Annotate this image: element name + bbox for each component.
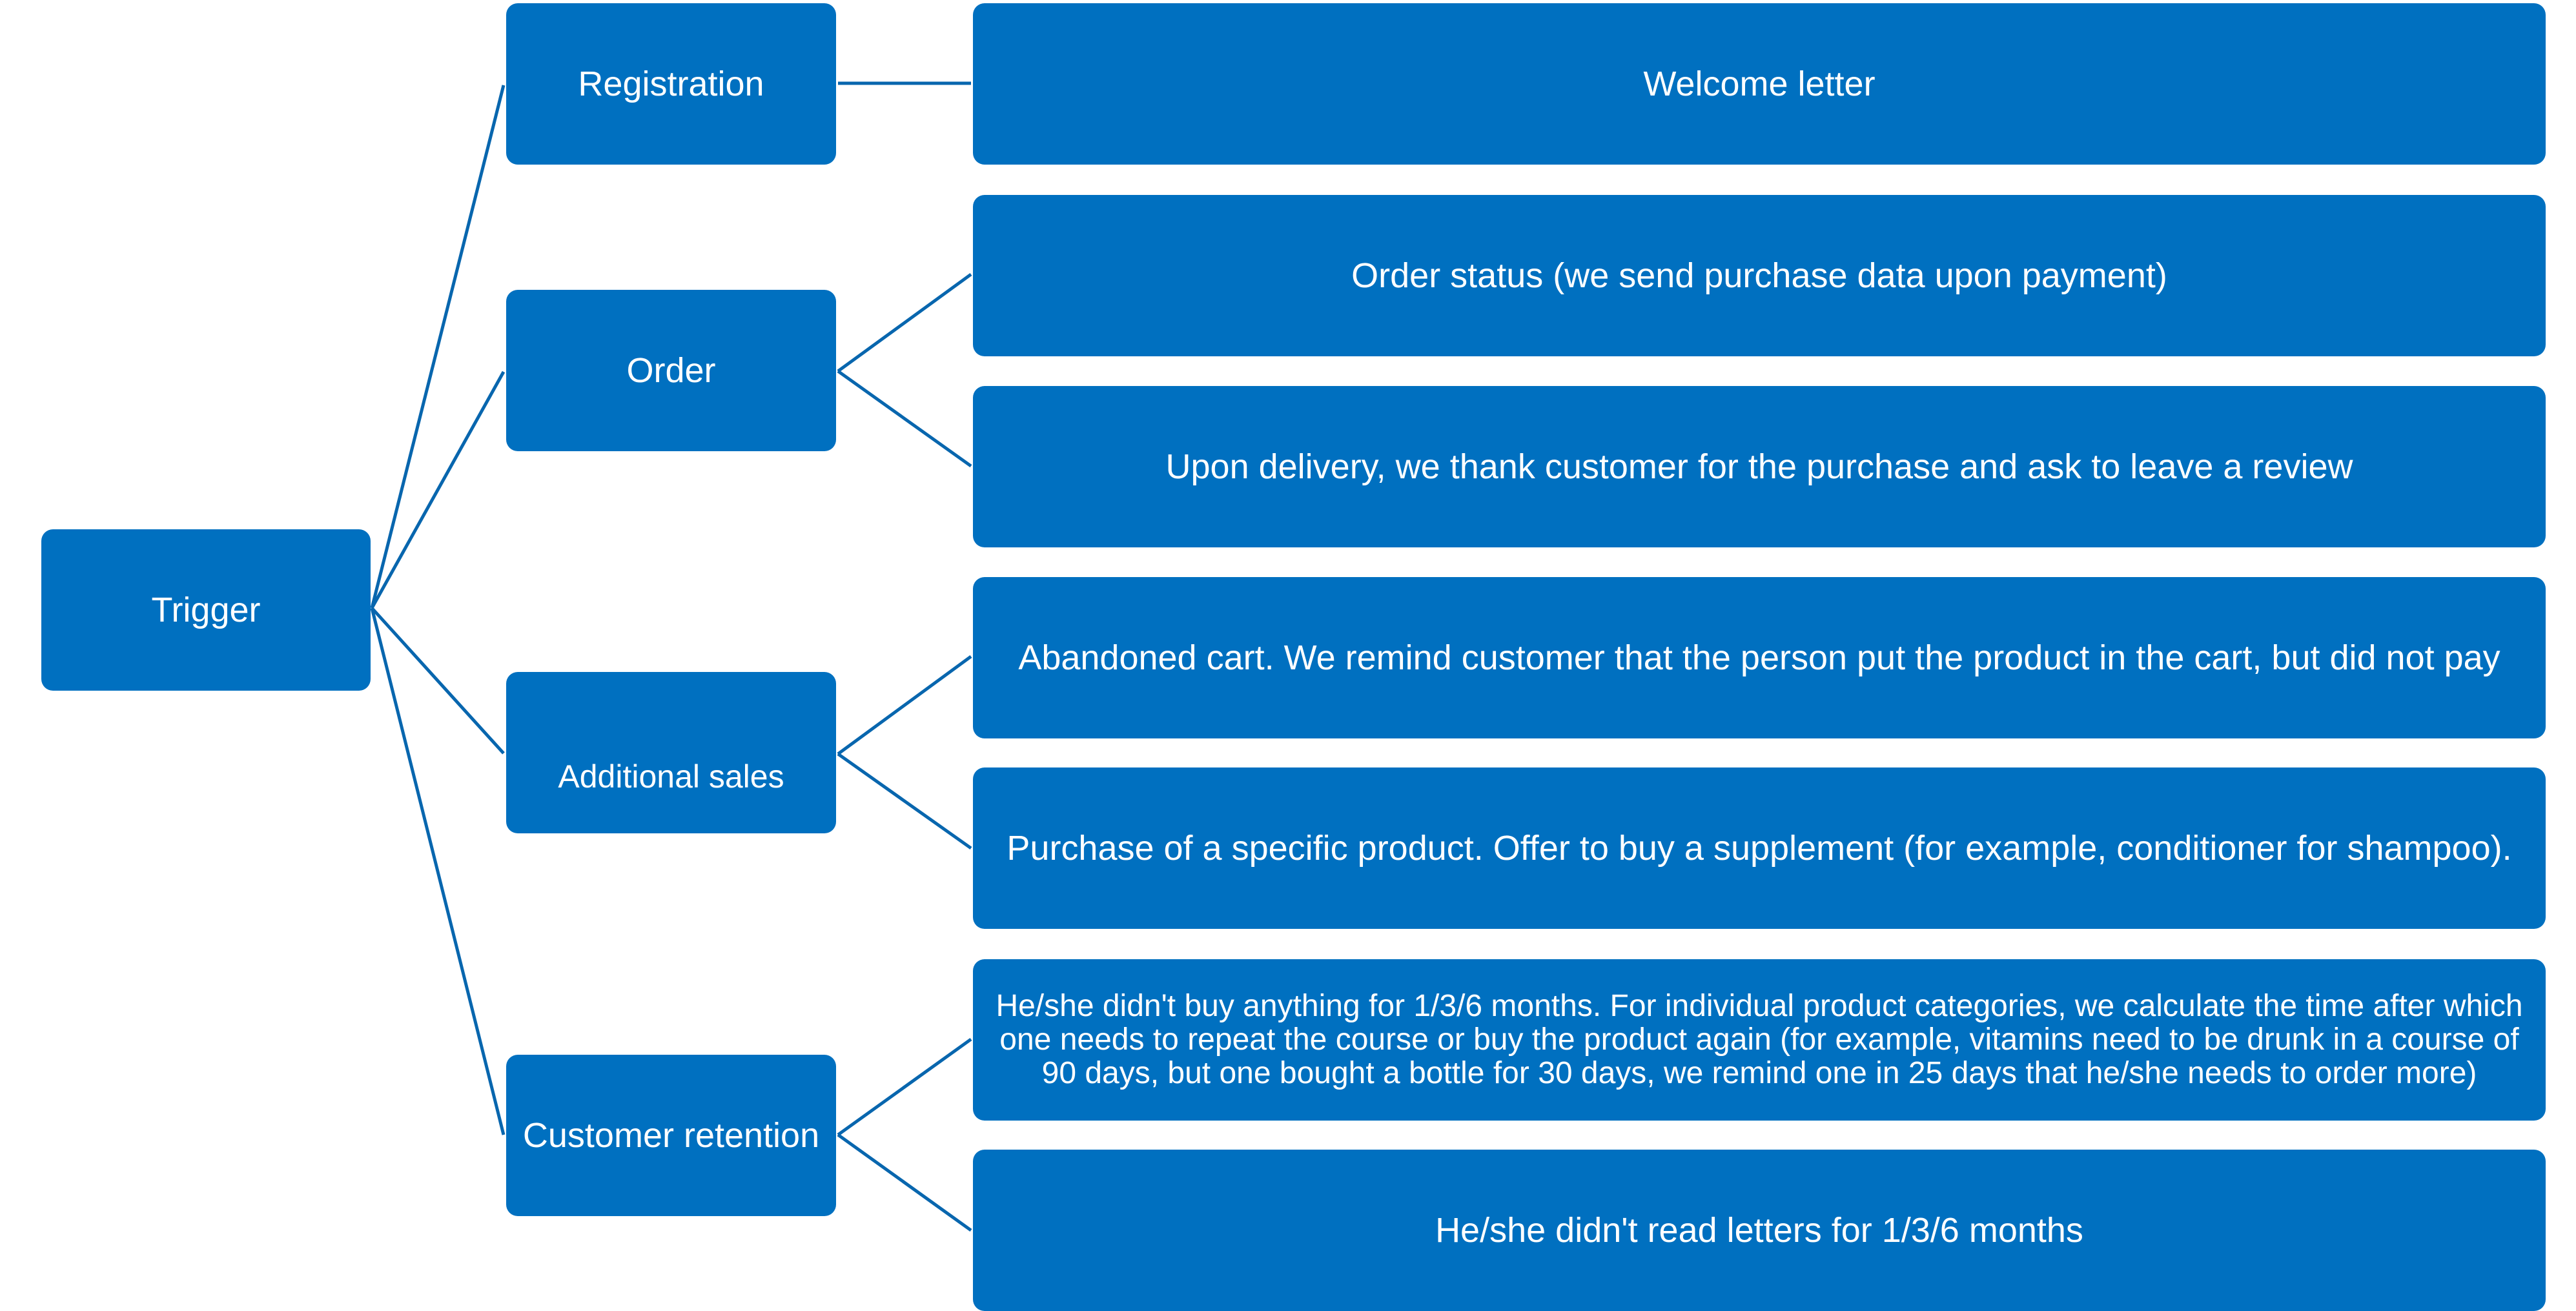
connector-order-delivery-review	[837, 369, 972, 468]
category-node-additional-sales: Additional sales	[506, 672, 836, 833]
category-label-registration: Registration	[578, 64, 764, 103]
action-node-abandoned-cart: Abandoned cart. We remind customer that …	[973, 577, 2546, 738]
category-node-customer-retention: Customer retention	[506, 1055, 836, 1216]
action-label-purchase-reminder: He/she didn't buy anything for 1/3/6 mon…	[996, 989, 2523, 1090]
action-node-welcome-letter: Welcome letter	[973, 3, 2546, 165]
connector-sales-abandoned-cart	[837, 655, 972, 756]
action-node-order-status: Order status (we send purchase data upon…	[973, 195, 2546, 356]
root-label: Trigger	[151, 590, 261, 629]
action-label-order-status: Order status (we send purchase data upon…	[1351, 256, 2167, 295]
action-label-unread-letters: He/she didn't read letters for 1/3/6 mon…	[1435, 1210, 2083, 1250]
connector-trigger-additional-sales	[371, 607, 505, 755]
category-label-customer-retention: Customer retention	[522, 1115, 820, 1155]
root-node-trigger: Trigger	[41, 529, 371, 691]
category-node-registration: Registration	[506, 3, 836, 165]
action-node-purchase-reminder: He/she didn't buy anything for 1/3/6 mon…	[973, 959, 2546, 1121]
action-node-unread-letters: He/she didn't read letters for 1/3/6 mon…	[973, 1150, 2546, 1311]
action-label-supplement-offer: Purchase of a specific product. Offer to…	[1007, 828, 2512, 868]
connector-order-status	[837, 272, 972, 373]
action-label-welcome-letter: Welcome letter	[1643, 64, 1876, 103]
action-label-delivery-review: Upon delivery, we thank customer for the…	[1165, 447, 2353, 486]
connector-retention-purchase-reminder	[837, 1037, 972, 1137]
action-node-delivery-review: Upon delivery, we thank customer for the…	[973, 386, 2546, 547]
action-node-supplement-offer: Purchase of a specific product. Offer to…	[973, 767, 2546, 929]
action-label-abandoned-cart: Abandoned cart. We remind customer that …	[1018, 638, 2500, 677]
category-label-order: Order	[626, 351, 716, 390]
connector-retention-unread-letters	[837, 1133, 972, 1232]
connector-trigger-registration	[370, 85, 506, 609]
connector-trigger-order	[370, 371, 506, 609]
connector-trigger-customer-retention	[370, 607, 506, 1135]
connector-sales-supplement	[837, 752, 972, 850]
category-node-order: Order	[506, 290, 836, 451]
category-label-additional-sales: Additional sales	[558, 758, 784, 795]
